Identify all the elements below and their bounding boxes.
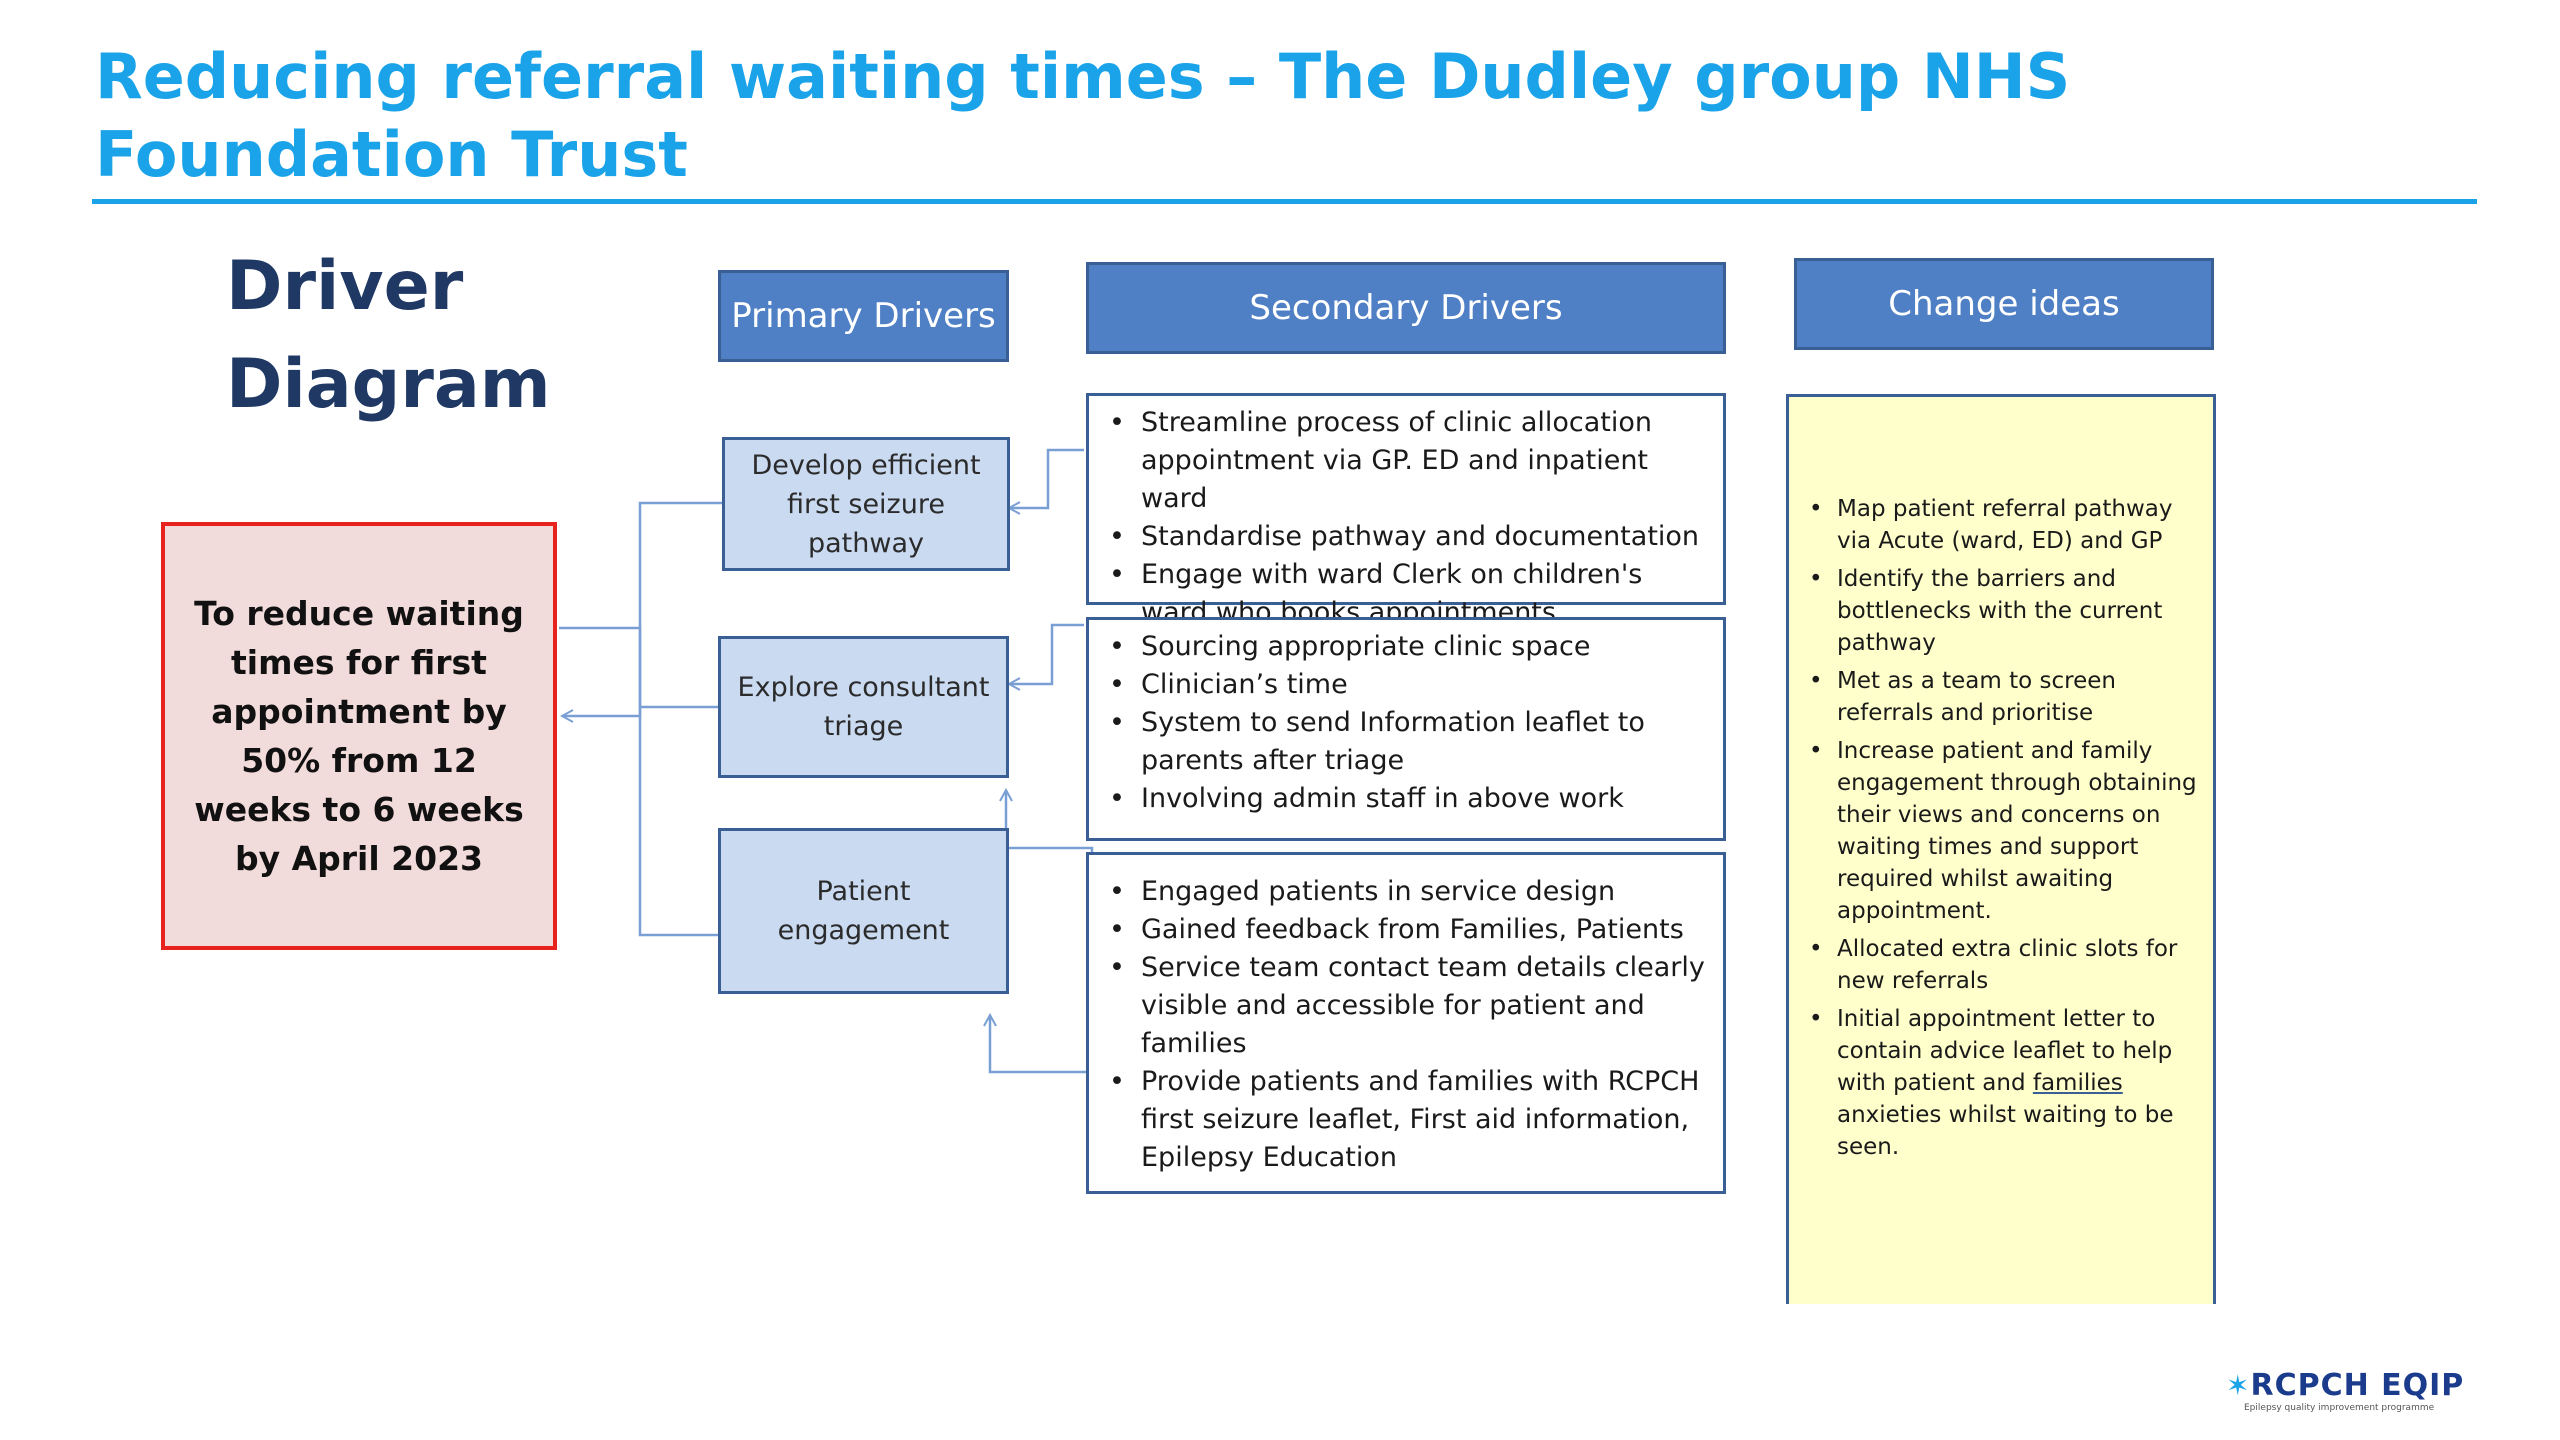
aim-box: To reduce waiting times for first appoin…	[161, 522, 557, 950]
primary-driver-engagement: Patient engagement	[718, 828, 1009, 994]
slide-title: Reducing referral waiting times – The Du…	[95, 40, 2071, 191]
connector-secondary-3a	[1006, 846, 1094, 1130]
diagram-heading: Driver Diagram	[226, 247, 551, 424]
connector-secondary-1	[1009, 448, 1084, 508]
secondary-drivers-engagement: Engaged patients in service design Gaine…	[1086, 852, 1726, 1194]
rcpch-eqip-logo: ✶RCPCH EQIP Epilepsy quality improvement…	[2226, 1368, 2476, 1418]
list-item: Gained feedback from Families, Patients	[1103, 911, 1709, 949]
list-item: Allocated extra clinic slots for new ref…	[1801, 933, 2201, 997]
list-item: Sourcing appropriate clinic space	[1103, 628, 1709, 666]
change-idea-text: Initial appointment letter to contain ad…	[1837, 1006, 2173, 1096]
list-item: Engaged patients in service design	[1103, 873, 1709, 911]
change-ideas-box: Map patient referral pathway via Acute (…	[1786, 394, 2216, 1304]
list-item: System to send Information leaflet to pa…	[1103, 704, 1709, 780]
list-item: Service team contact team details clearl…	[1103, 949, 1709, 1063]
list-item: Involving admin staff in above work	[1103, 780, 1709, 818]
logo-tagline: Epilepsy quality improvement programme	[2244, 1403, 2435, 1413]
list-item: Increase patient and family engagement t…	[1801, 735, 2201, 927]
change-idea-text: anxieties whilst waiting to be seen.	[1837, 1102, 2174, 1160]
primary-driver-triage: Explore consultant triage	[718, 636, 1009, 778]
secondary-drivers-triage: Sourcing appropriate clinic space Clinic…	[1086, 617, 1726, 841]
connector-secondary-3c	[990, 1015, 1092, 1074]
connector-aim-bracket	[638, 501, 722, 937]
logo-name: RCPCH EQIP	[2250, 1368, 2465, 1403]
list-item: Met as a team to screen referrals and pr…	[1801, 665, 2201, 729]
list-item: Streamline process of clinic allocation …	[1103, 404, 1709, 518]
secondary-drivers-header: Secondary Drivers	[1086, 262, 1726, 354]
star-icon: ✶	[2226, 1369, 2251, 1402]
primary-driver-pathway: Develop efficient first seizure pathway	[722, 437, 1010, 571]
list-item: Map patient referral pathway via Acute (…	[1801, 493, 2201, 557]
underlined-word: families	[2032, 1070, 2123, 1096]
list-item: Initial appointment letter to contain ad…	[1801, 1003, 2201, 1163]
connector-aim-top	[559, 626, 642, 716]
list-item: Standardise pathway and documentation	[1103, 518, 1709, 556]
list-item: Identify the barriers and bottlenecks wi…	[1801, 563, 2201, 659]
change-ideas-header: Change ideas	[1794, 258, 2214, 350]
secondary-drivers-pathway: Streamline process of clinic allocation …	[1086, 393, 1726, 628]
title-divider	[92, 199, 2477, 204]
connector-secondary-2	[1009, 623, 1084, 684]
logo-wordmark: ✶RCPCH EQIP	[2226, 1368, 2476, 1403]
list-item: Provide patients and families with RCPCH…	[1103, 1063, 1709, 1177]
primary-drivers-header: Primary Drivers	[718, 270, 1009, 362]
list-item: Clinician’s time	[1103, 666, 1709, 704]
